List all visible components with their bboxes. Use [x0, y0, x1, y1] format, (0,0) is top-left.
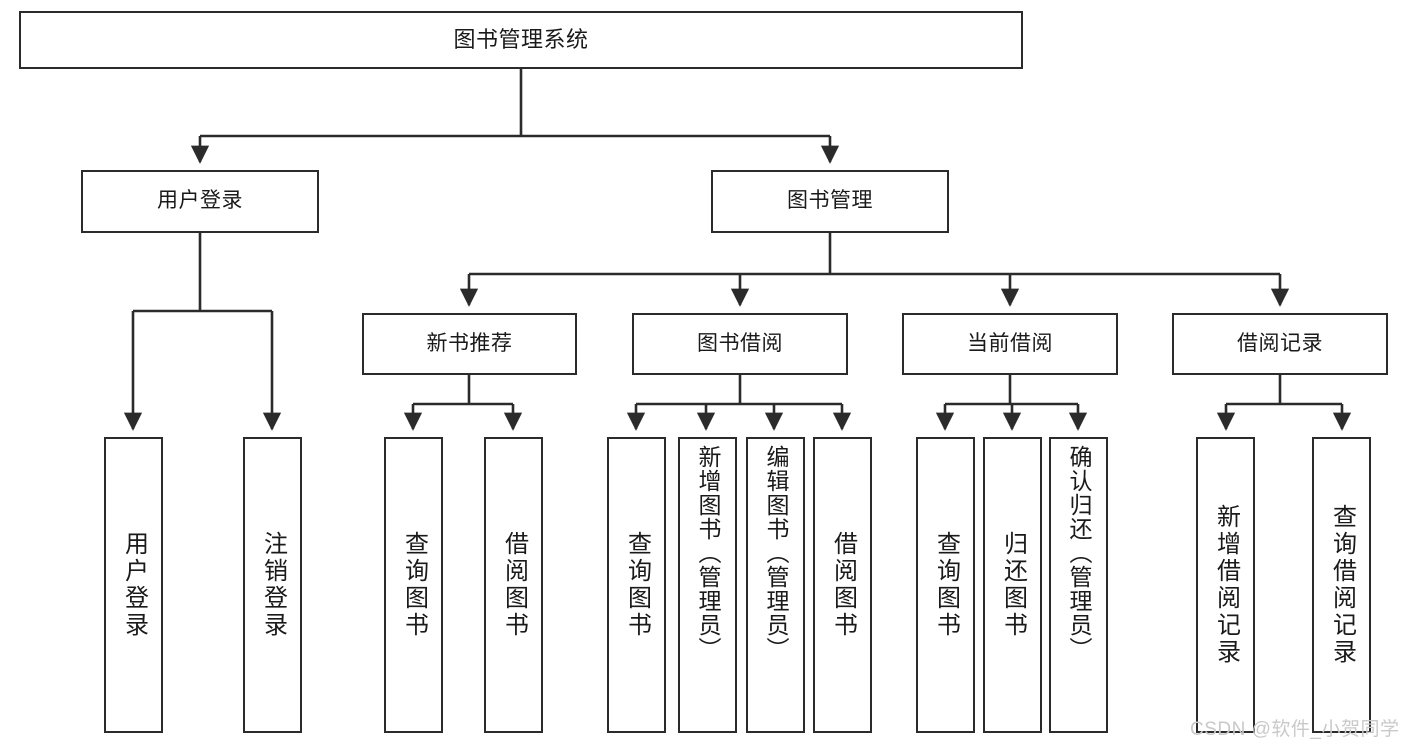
node-new-book-recommend[interactable]: 新书推荐: [362, 313, 577, 375]
node-label: 查询图书: [623, 531, 651, 639]
node-label: 借阅记录: [1237, 331, 1323, 355]
leaf-add-book-admin[interactable]: 新增图书（管理员）: [678, 437, 737, 733]
watermark: CSDN @软件_小贺同学: [1190, 719, 1400, 740]
node-user-login[interactable]: 用户登录: [81, 170, 319, 233]
leaf-add-borrow-record[interactable]: 新增借阅记录: [1196, 437, 1255, 733]
node-label: 编辑图书（管理员）: [763, 445, 789, 661]
leaf-return-book[interactable]: 归还图书: [983, 437, 1042, 733]
leaf-edit-book-admin[interactable]: 编辑图书（管理员）: [746, 437, 805, 733]
node-label: 查询借阅记录: [1328, 504, 1356, 666]
node-book-management[interactable]: 图书管理: [711, 170, 949, 233]
node-label: 图书管理: [787, 189, 873, 213]
node-label: 用户登录: [157, 189, 243, 213]
leaf-borrow-book[interactable]: 借阅图书: [813, 437, 872, 733]
node-label: 注销登录: [259, 531, 287, 639]
leaf-user-login[interactable]: 用户登录: [104, 437, 163, 733]
node-book-borrow[interactable]: 图书借阅: [632, 313, 848, 375]
leaf-query-borrow-record[interactable]: 查询借阅记录: [1312, 437, 1371, 733]
node-label: 图书借阅: [697, 331, 783, 355]
leaf-borrow-book-new[interactable]: 借阅图书: [484, 437, 543, 733]
node-label: 确认归还（管理员）: [1066, 445, 1092, 661]
leaf-query-book-borrow[interactable]: 查询图书: [607, 437, 666, 733]
node-borrow-records[interactable]: 借阅记录: [1172, 313, 1388, 375]
node-label: 查询图书: [400, 531, 428, 639]
node-root-system[interactable]: 图书管理系统: [19, 11, 1023, 69]
node-label: 用户登录: [120, 531, 148, 639]
node-label: 新增图书（管理员）: [695, 445, 721, 661]
node-label: 新书推荐: [426, 331, 513, 355]
node-current-borrow[interactable]: 当前借阅: [902, 313, 1118, 375]
node-label: 图书管理系统: [453, 27, 589, 53]
leaf-query-book-new[interactable]: 查询图书: [384, 437, 443, 733]
node-label: 借阅图书: [500, 531, 528, 639]
leaf-query-book-current[interactable]: 查询图书: [916, 437, 975, 733]
node-label: 查询图书: [932, 531, 960, 639]
leaf-confirm-return-admin[interactable]: 确认归还（管理员）: [1049, 437, 1108, 733]
node-label: 归还图书: [999, 531, 1027, 639]
node-label: 当前借阅: [967, 331, 1053, 355]
leaf-logout[interactable]: 注销登录: [243, 437, 302, 733]
node-label: 借阅图书: [829, 531, 857, 639]
node-label: 新增借阅记录: [1212, 504, 1240, 666]
